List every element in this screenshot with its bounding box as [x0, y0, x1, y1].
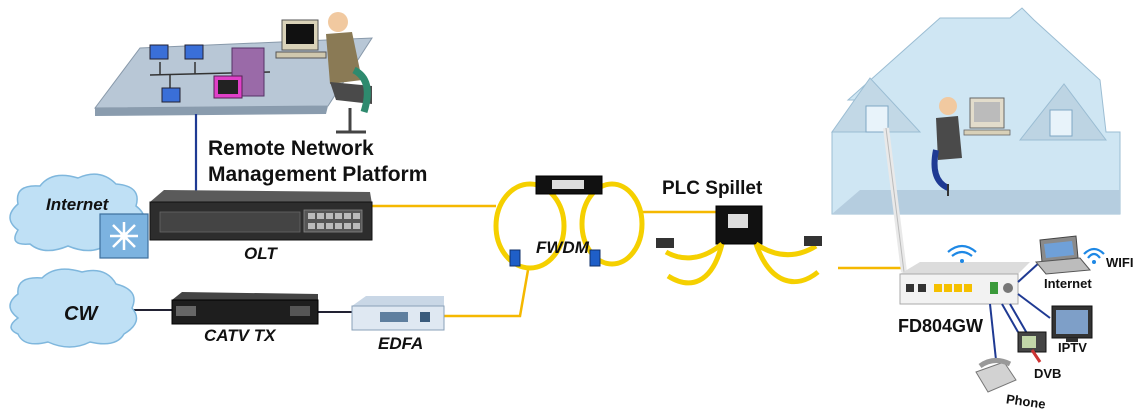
telephone-icon [975, 358, 1017, 393]
internet-device-label: Internet [1044, 276, 1092, 291]
wifi-icon [947, 244, 1105, 264]
onu-router-icon [883, 127, 1030, 305]
home-user-icon [931, 97, 1011, 196]
olt-label: OLT [244, 244, 277, 263]
plc-splitter-label: PLC Spillet [662, 178, 763, 199]
engineer-workstation-icon [275, 12, 372, 134]
wifi-label: WIFI [1106, 255, 1134, 270]
cw-cloud-label: CW [64, 303, 98, 325]
internet-cloud-label: Internet [46, 195, 109, 214]
router-switch-icon [99, 213, 149, 259]
tv-icon [1051, 305, 1093, 342]
plc-splitter-icon [656, 205, 822, 286]
set-top-box-icon [1017, 331, 1047, 363]
remote-platform-label-line2: Management Platform [208, 163, 428, 186]
cw-cloud-icon [9, 268, 138, 348]
edfa-label: EDFA [378, 334, 424, 353]
onu-model-label: FD804GW [898, 316, 984, 336]
fiber-links [372, 204, 902, 318]
remote-platform-label-line1: Remote Network [208, 137, 374, 160]
catv-tx-label: CATV TX [204, 326, 276, 345]
iptv-label: IPTV [1058, 340, 1087, 355]
edfa-icon [351, 296, 445, 331]
fwdm-coupler-icon [493, 175, 645, 271]
dvb-label: DVB [1034, 366, 1062, 381]
fwdm-label: FWDM [536, 238, 589, 257]
catv-tx-icon [171, 292, 319, 325]
remote-platform-label: Remote Network Management Platform [208, 136, 427, 188]
laptop-icon [1035, 235, 1091, 275]
olt-rack-icon [149, 190, 373, 241]
